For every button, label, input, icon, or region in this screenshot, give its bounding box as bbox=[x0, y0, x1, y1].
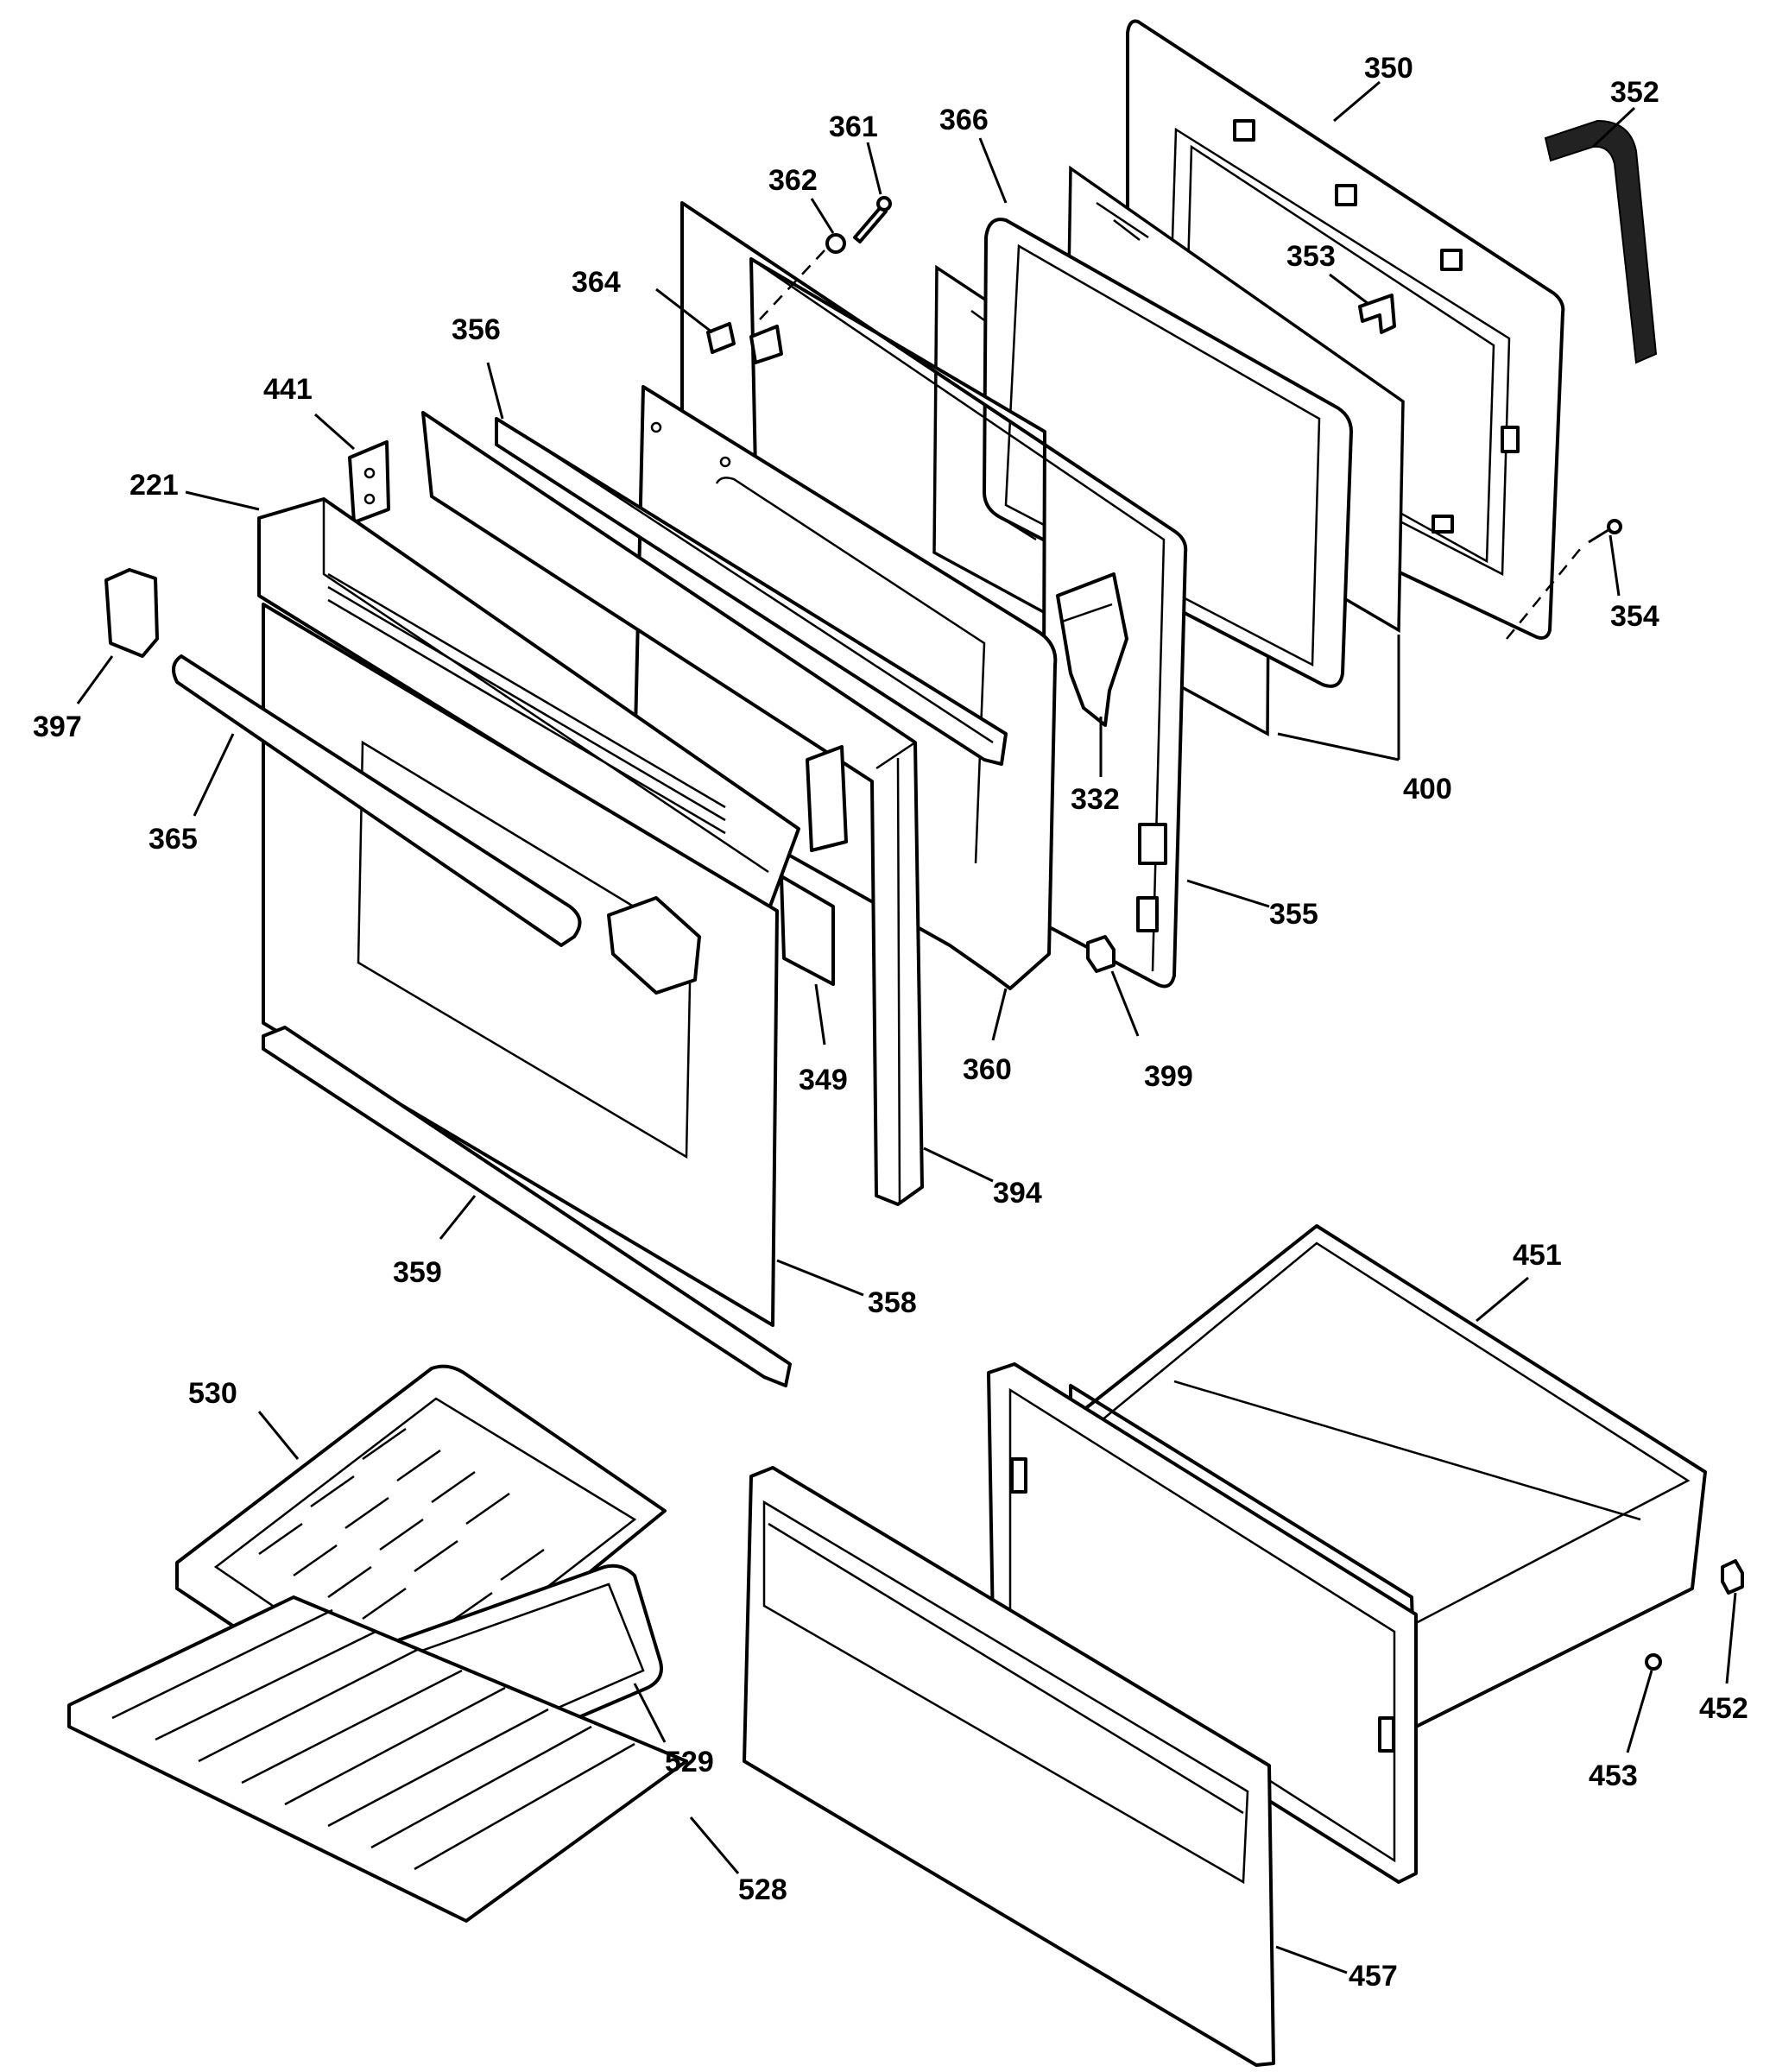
callout-359: 359 bbox=[393, 1256, 442, 1289]
part-353-door-clip bbox=[1358, 294, 1396, 334]
part-528-oven-rack bbox=[67, 1595, 688, 1923]
callout-397: 397 bbox=[33, 711, 82, 743]
callout-530: 530 bbox=[188, 1377, 237, 1410]
callout-441: 441 bbox=[263, 373, 313, 406]
callout-451: 451 bbox=[1513, 1239, 1562, 1272]
part-352-door-gasket bbox=[1544, 119, 1658, 364]
callout-365: 365 bbox=[149, 823, 198, 856]
part-364-hinge-bracket bbox=[706, 322, 783, 364]
callout-356: 356 bbox=[452, 313, 501, 346]
callout-350: 350 bbox=[1364, 52, 1413, 85]
part-332-insulation bbox=[1056, 572, 1128, 727]
callout-354: 354 bbox=[1610, 600, 1659, 633]
callout-528: 528 bbox=[738, 1873, 787, 1906]
callout-452: 452 bbox=[1699, 1692, 1748, 1725]
part-359-bottom-trim bbox=[262, 1026, 792, 1387]
callout-362: 362 bbox=[768, 164, 818, 197]
part-221-vent-trim bbox=[257, 497, 800, 913]
part-394-side-trim bbox=[421, 411, 924, 1206]
part-457-drawer-front bbox=[743, 1466, 1275, 2067]
part-441-hinge-bracket bbox=[348, 440, 390, 524]
part-360-door-baffle bbox=[633, 385, 1058, 990]
callout-355: 355 bbox=[1269, 898, 1318, 931]
callout-361: 361 bbox=[829, 111, 878, 143]
part-453-screw bbox=[1645, 1653, 1662, 1671]
callout-353: 353 bbox=[1286, 240, 1336, 273]
callout-457: 457 bbox=[1349, 1960, 1398, 1993]
part-356-top-channel bbox=[495, 417, 1008, 766]
callout-366: 366 bbox=[939, 104, 989, 136]
leader-lines bbox=[76, 80, 1737, 1974]
callout-364: 364 bbox=[572, 266, 621, 299]
callout-453: 453 bbox=[1589, 1759, 1638, 1792]
callout-400: 400 bbox=[1403, 773, 1452, 805]
part-399-bumper bbox=[1086, 935, 1116, 973]
callout-358: 358 bbox=[868, 1286, 917, 1319]
callout-529: 529 bbox=[665, 1746, 714, 1778]
callout-352: 352 bbox=[1610, 76, 1659, 109]
callout-399: 399 bbox=[1144, 1060, 1193, 1093]
part-452-drawer-clip bbox=[1721, 1559, 1744, 1595]
part-362-washer bbox=[825, 233, 846, 254]
callout-360: 360 bbox=[963, 1053, 1012, 1086]
part-397-latch bbox=[104, 568, 159, 658]
part-358-outer-door-front bbox=[262, 603, 779, 1327]
callout-332: 332 bbox=[1071, 783, 1120, 816]
callout-349: 349 bbox=[799, 1064, 848, 1096]
callout-394: 394 bbox=[993, 1177, 1042, 1210]
part-354-screw bbox=[1506, 519, 1622, 640]
part-361-screw bbox=[759, 196, 892, 320]
callout-221: 221 bbox=[130, 469, 179, 502]
part-365-handle bbox=[172, 654, 582, 947]
part-349-liner-panel bbox=[780, 875, 835, 986]
part-handle-endcap bbox=[607, 896, 701, 995]
callout-labels: 350 352 361 366 362 353 364 356 441 221 … bbox=[33, 52, 1748, 1993]
